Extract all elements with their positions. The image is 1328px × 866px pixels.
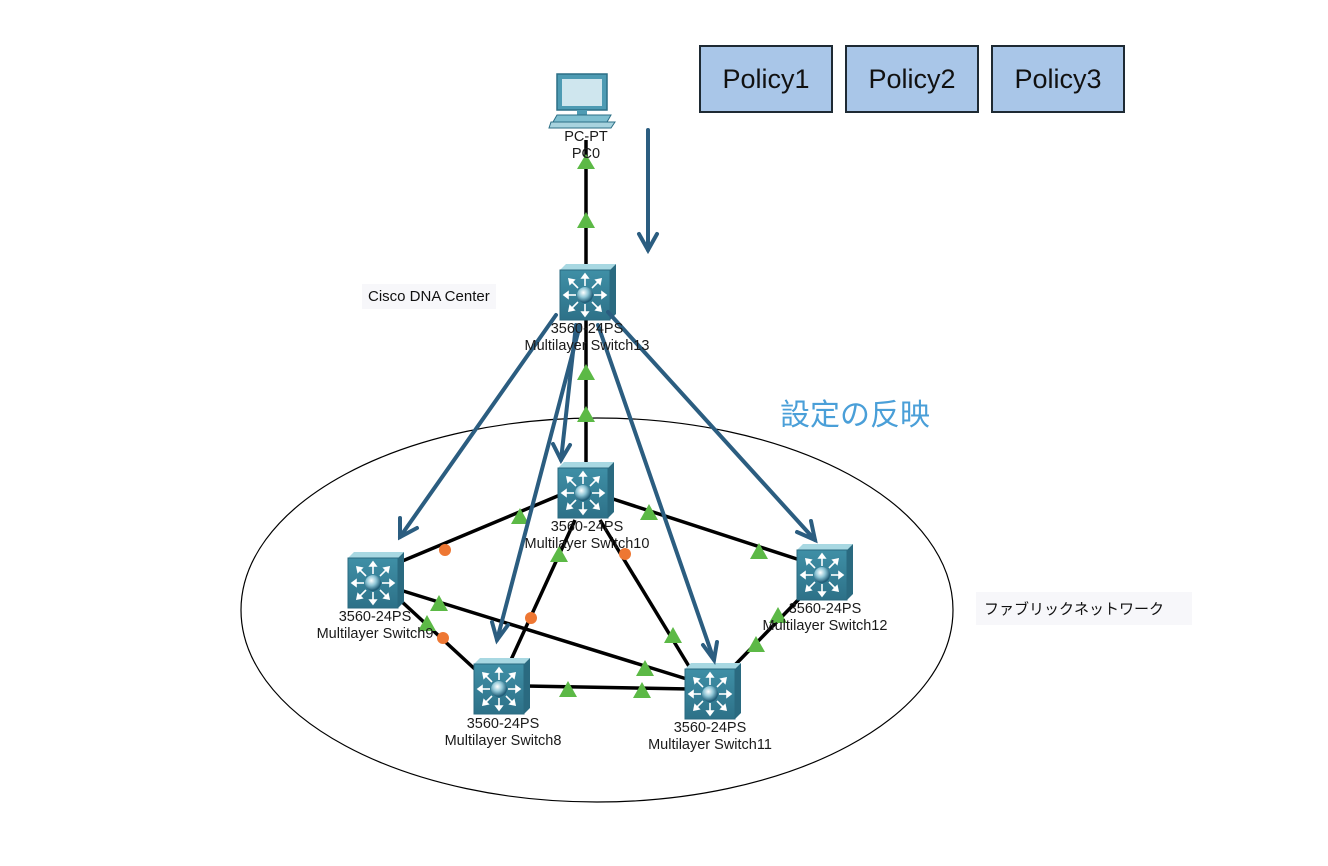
policy1-box[interactable]: Policy1 — [699, 45, 833, 113]
switch10-model: 3560-24PS — [550, 519, 624, 535]
link-up-marker — [577, 212, 595, 228]
link-up-marker — [633, 682, 651, 698]
reflect-label: 設定の反映 — [780, 398, 930, 433]
arrow-to-switch9 — [398, 313, 558, 539]
switch11-label: 3560-24PS Multilayer Switch11 — [630, 720, 790, 754]
switch12-label: 3560-24PS Multilayer Switch12 — [745, 601, 905, 635]
link-up-marker — [559, 681, 577, 697]
fabric-network-label: ファブリックネットワーク — [976, 592, 1192, 625]
switch9-label: 3560-24PS Multilayer Switch9 — [295, 609, 455, 643]
arrow-to-switch12 — [606, 310, 817, 542]
switch11-model: 3560-24PS — [673, 720, 747, 736]
switch13-model: 3560-24PS — [550, 321, 624, 337]
switch12-icon[interactable] — [796, 543, 854, 601]
switch10-name: Multilayer Switch10 — [524, 536, 650, 552]
pc0-name: PC0 — [571, 146, 601, 162]
links — [398, 140, 802, 691]
switch8-model: 3560-24PS — [466, 716, 540, 732]
link-s9-s11 — [399, 588, 691, 682]
switch13-label: 3560-24PS Multilayer Switch13 — [507, 321, 667, 355]
fabric-ellipse — [240, 417, 954, 803]
pc0-model: PC-PT — [564, 129, 608, 145]
config-arrows — [398, 128, 818, 666]
switch9-icon[interactable] — [347, 551, 405, 609]
link-pending-marker — [437, 632, 449, 644]
link-up-marker — [769, 607, 787, 623]
link-up-marker — [640, 504, 658, 520]
link-up-marker — [577, 406, 595, 422]
pc0-device[interactable] — [548, 73, 616, 129]
arrowhead — [637, 232, 659, 255]
link-up-marker — [577, 364, 595, 380]
link-up-marker — [750, 543, 768, 559]
policy2-box[interactable]: Policy2 — [845, 45, 979, 113]
link-s10-s11 — [598, 519, 692, 669]
switch10-label: 3560-24PS Multilayer Switch10 — [507, 519, 667, 553]
switch8-label: 3560-24PS Multilayer Switch8 — [423, 716, 583, 750]
arrowhead — [490, 620, 510, 645]
arrowhead — [701, 640, 719, 666]
link-s10-s12 — [609, 496, 801, 562]
switch12-name: Multilayer Switch12 — [762, 618, 888, 634]
pc0-label: PC-PT PC0 — [550, 129, 622, 163]
link-pending-marker — [439, 544, 451, 556]
link-s11-s12 — [733, 596, 802, 667]
switch8-icon[interactable] — [473, 657, 531, 715]
switch9-model: 3560-24PS — [338, 609, 412, 625]
switch11-name: Multilayer Switch11 — [648, 737, 772, 753]
arrowhead — [551, 442, 572, 465]
switch10-icon[interactable] — [557, 461, 615, 519]
link-up-marker — [636, 660, 654, 676]
link-pending-marker — [525, 612, 537, 624]
arrowhead — [795, 519, 818, 544]
switch11-icon[interactable] — [684, 662, 742, 720]
switch8-name: Multilayer Switch8 — [444, 733, 562, 749]
link-up-marker — [664, 627, 682, 643]
link-s8-s11 — [524, 684, 691, 691]
arrowhead — [398, 516, 419, 541]
link-pending-marker — [619, 548, 631, 560]
link-up-marker — [747, 636, 765, 652]
link-up-marker — [511, 508, 529, 524]
arrow-to-switch8 — [495, 323, 582, 642]
switch9-name: Multilayer Switch9 — [316, 626, 434, 642]
link-up-marker — [418, 615, 436, 631]
switch12-model: 3560-24PS — [788, 601, 862, 617]
switch13-name: Multilayer Switch13 — [524, 338, 650, 354]
dna-center-label: Cisco DNA Center — [362, 284, 496, 309]
link-s10-s8 — [508, 519, 577, 663]
link-up-marker — [430, 595, 448, 611]
link-status-markers — [418, 154, 787, 698]
policy3-box[interactable]: Policy3 — [991, 45, 1125, 113]
link-up-marker — [577, 154, 595, 169]
arrow-to-switch11 — [596, 323, 716, 662]
link-up-marker — [550, 546, 568, 562]
